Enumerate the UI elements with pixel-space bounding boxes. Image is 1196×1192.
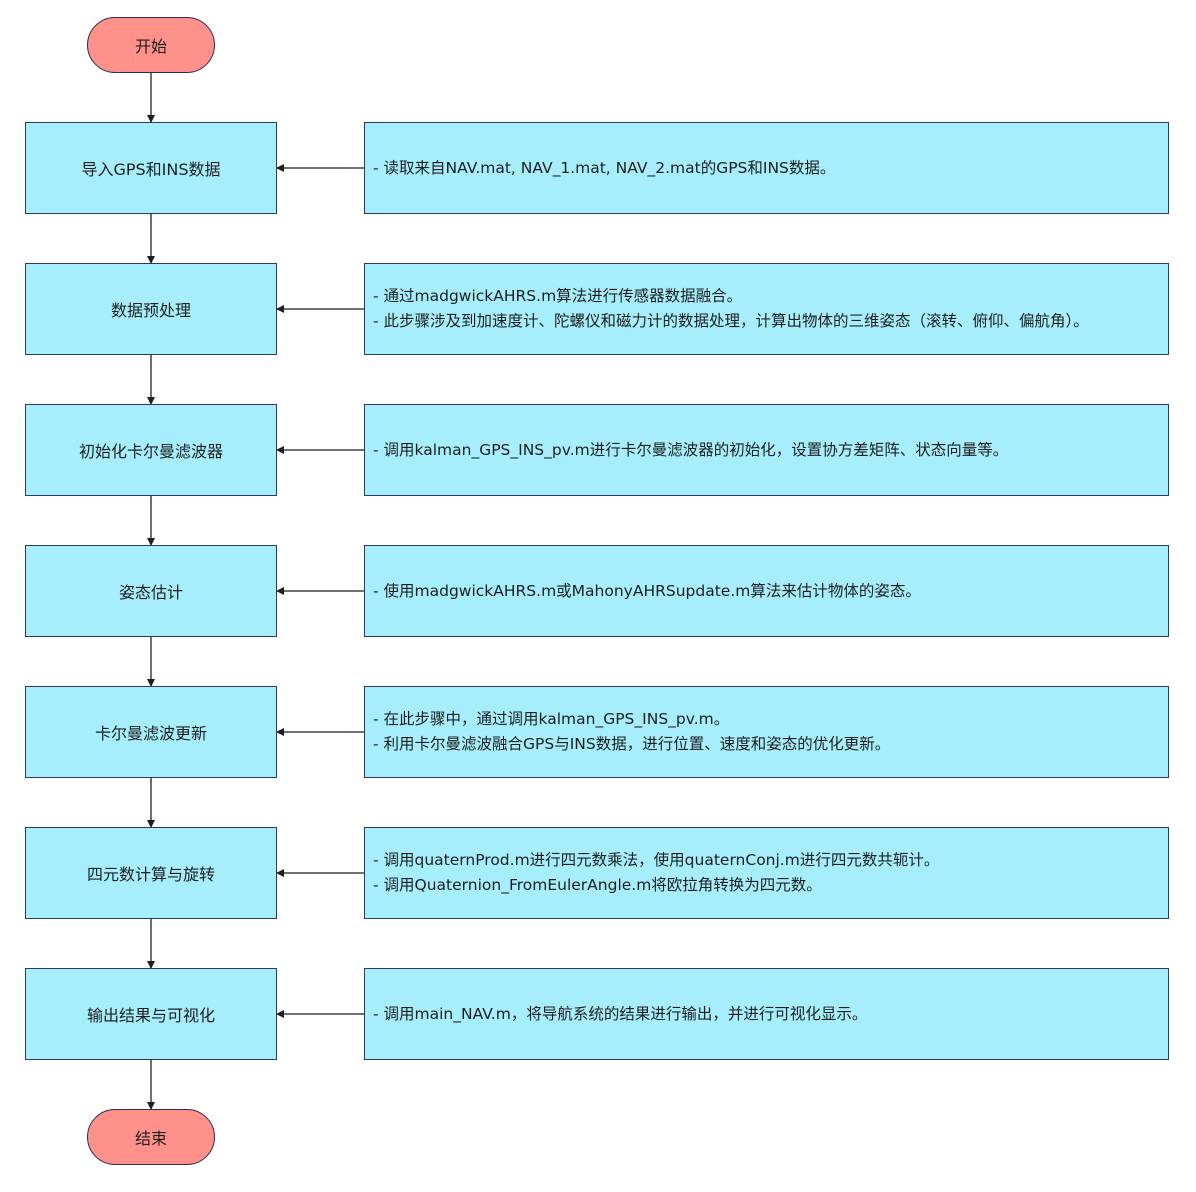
step-note-line: - 调用main_NAV.m，将导航系统的结果进行输出，并进行可视化显示。 [373,1004,868,1023]
start-label: 开始 [134,37,167,56]
step-note: - 调用main_NAV.m，将导航系统的结果进行输出，并进行可视化显示。 [364,968,1169,1060]
process-step: 卡尔曼滤波更新 [25,686,277,778]
step-note-line: - 读取来自NAV.mat, NAV_1.mat, NAV_2.mat的GPS和… [373,158,836,177]
step-note-line: - 调用quaternProd.m进行四元数乘法，使用quaternConj.m… [373,851,940,869]
process-step: 初始化卡尔曼滤波器 [25,404,277,496]
step-note-line: - 通过madgwickAHRS.m算法进行传感器数据融合。 [373,287,743,305]
step-note-line: - 调用kalman_GPS_INS_pv.m进行卡尔曼滤波器的初始化，设置协方… [373,440,1009,459]
process-step-label: 卡尔曼滤波更新 [94,724,207,743]
step-note: - 在此步骤中，通过调用kalman_GPS_INS_pv.m。 - 利用卡尔曼滤… [364,686,1169,778]
process-step: 四元数计算与旋转 [25,827,277,919]
process-step: 姿态估计 [25,545,277,637]
process-step: 输出结果与可视化 [25,968,277,1060]
process-step-label: 初始化卡尔曼滤波器 [78,442,223,461]
process-step: 导入GPS和INS数据 [25,122,277,214]
process-step-label: 姿态估计 [118,583,183,602]
end-label: 结束 [134,1129,167,1148]
process-step-label: 导入GPS和INS数据 [81,160,221,179]
step-note-line: - 调用Quaternion_FromEulerAngle.m将欧拉角转换为四元… [373,876,822,894]
step-note-line: - 在此步骤中，通过调用kalman_GPS_INS_pv.m。 [373,710,730,728]
step-note: - 调用kalman_GPS_INS_pv.m进行卡尔曼滤波器的初始化，设置协方… [364,404,1169,496]
start-node: 开始 [87,17,215,73]
step-note: - 使用madgwickAHRS.m或MahonyAHRSupdate.m算法来… [364,545,1169,637]
end-node: 结束 [87,1109,215,1165]
step-note: - 读取来自NAV.mat, NAV_1.mat, NAV_2.mat的GPS和… [364,122,1169,214]
step-note-line: - 此步骤涉及到加速度计、陀螺仪和磁力计的数据处理，计算出物体的三维姿态（滚转、… [373,312,1089,330]
step-note: - 调用quaternProd.m进行四元数乘法，使用quaternConj.m… [364,827,1169,919]
step-note-line: - 使用madgwickAHRS.m或MahonyAHRSupdate.m算法来… [373,581,921,600]
process-step-label: 四元数计算与旋转 [86,865,215,884]
process-step: 数据预处理 [25,263,277,355]
process-step-label: 数据预处理 [110,301,191,320]
step-note: - 通过madgwickAHRS.m算法进行传感器数据融合。 - 此步骤涉及到加速… [364,263,1169,355]
step-note-line: - 利用卡尔曼滤波融合GPS与INS数据，进行位置、速度和姿态的优化更新。 [373,735,891,753]
process-step-label: 输出结果与可视化 [86,1006,215,1025]
